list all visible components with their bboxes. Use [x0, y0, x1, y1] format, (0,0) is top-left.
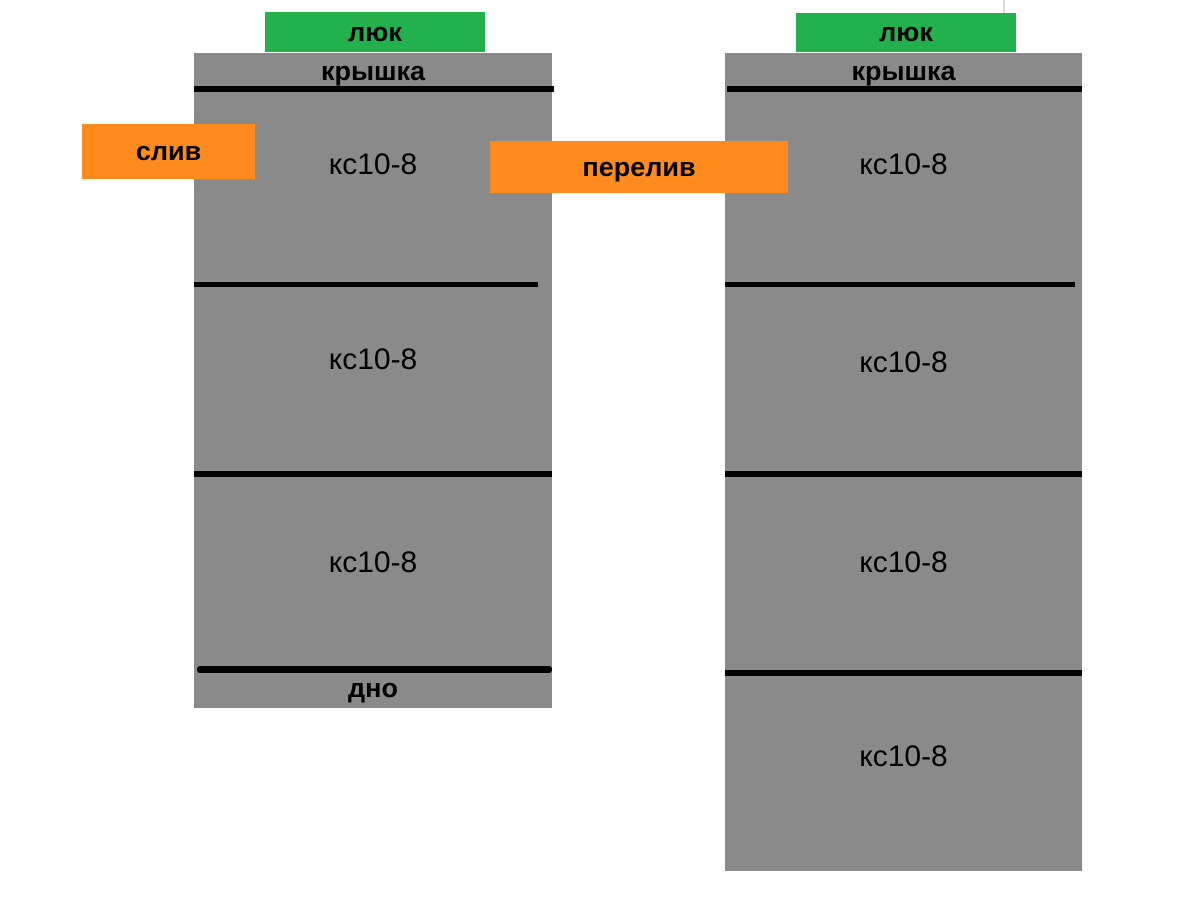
image-artifact-line	[1003, 0, 1005, 14]
right-tank-ring-divider-2	[725, 471, 1082, 477]
right-tank-lid-divider	[727, 86, 1082, 92]
right-tank-ring-3-label: кс10-8	[859, 546, 948, 579]
drain-pipe[interactable]: слив	[82, 124, 255, 179]
right-tank-ring-1-label: кс10-8	[859, 148, 948, 181]
left-tank-ring-divider-1	[194, 282, 538, 287]
left-tank-ring-1-label: кс10-8	[328, 148, 418, 181]
left-tank-lid-label: крышка	[320, 56, 426, 86]
left-tank-ring-3-label: кс10-8	[328, 546, 418, 579]
overflow-pipe[interactable]: перелив	[490, 141, 788, 193]
right-tank-ring-2-label: кс10-8	[859, 346, 948, 379]
left-tank-bottom-label: дно	[348, 673, 398, 703]
left-tank-hatch[interactable]: люк	[265, 12, 485, 52]
left-tank-ring-divider-2	[194, 471, 552, 477]
right-tank-ring-divider-3	[725, 670, 1082, 676]
right-tank-lid-label: крышка	[851, 56, 956, 86]
right-tank-hatch[interactable]: люк	[796, 13, 1016, 52]
left-tank-bottom-divider	[197, 666, 552, 673]
left-tank-lid-divider	[194, 86, 554, 92]
right-tank-ring-divider-1	[725, 282, 1075, 287]
right-tank-ring-4-label: кс10-8	[859, 740, 948, 773]
left-tank-ring-2-label: кс10-8	[328, 343, 418, 376]
